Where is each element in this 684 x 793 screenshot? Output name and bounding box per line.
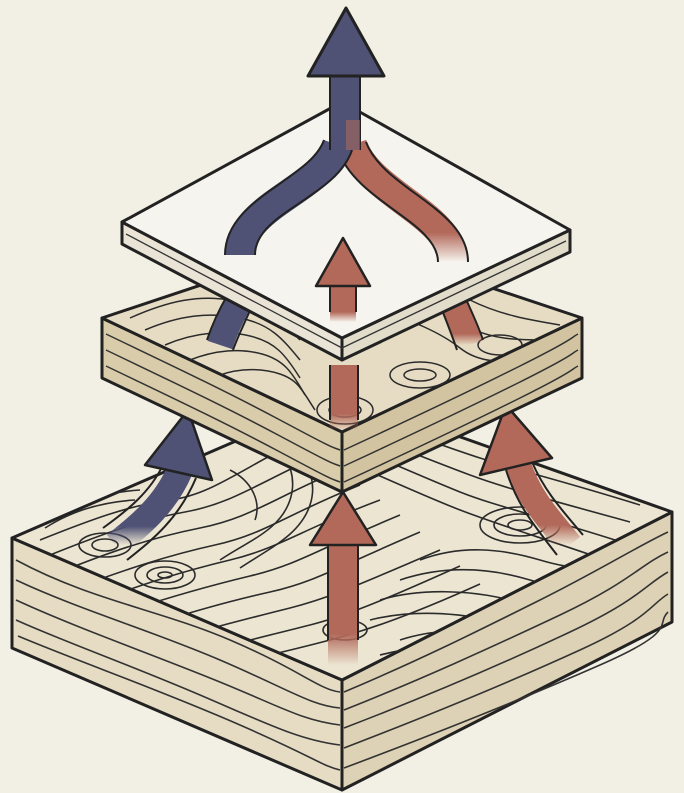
output-arrow-head — [308, 8, 384, 76]
base-center-arrow-shaft — [328, 540, 358, 665]
middle-center-arrow-shaft — [330, 365, 358, 430]
top-center-arrow-shaft — [330, 282, 356, 322]
